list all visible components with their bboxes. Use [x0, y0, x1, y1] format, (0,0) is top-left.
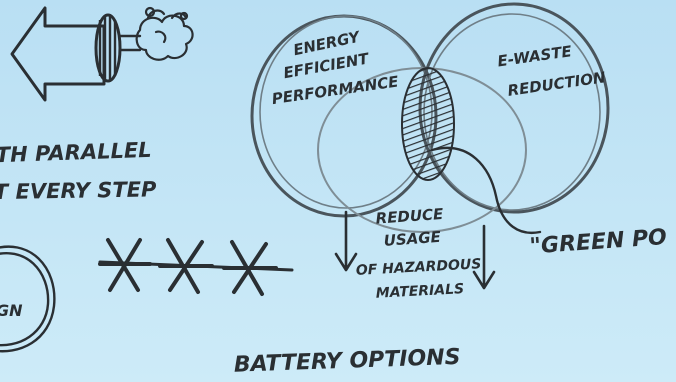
left-text-line-2: T EVERY STEP [0, 177, 157, 204]
venn-intersection-hatch [402, 68, 454, 180]
partial-circle-text: GN [0, 301, 23, 320]
